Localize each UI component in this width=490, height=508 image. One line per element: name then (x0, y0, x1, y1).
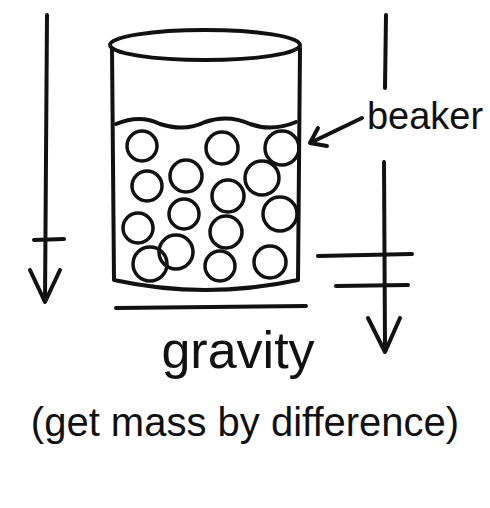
tick-mark (336, 285, 408, 286)
title-label: gravity (161, 322, 314, 379)
part-label: beaker (367, 96, 483, 138)
balance-pan (116, 306, 306, 308)
bead (254, 246, 286, 278)
tick-mark (34, 239, 64, 240)
bead (127, 131, 157, 161)
bead (169, 199, 199, 229)
leader-arrow (312, 118, 362, 142)
gravity-arrow (45, 15, 47, 300)
bead (206, 132, 238, 164)
bead (133, 247, 167, 281)
beads (123, 131, 299, 281)
bead (205, 251, 235, 281)
liquid-surface (116, 118, 296, 127)
tick-mark (318, 254, 412, 256)
note-label: (get mass by difference) (31, 400, 459, 444)
bead (170, 160, 202, 192)
bead (123, 213, 153, 243)
gravity-arrow (385, 15, 386, 88)
bead (263, 197, 297, 231)
beaker-rim (110, 30, 300, 60)
bead (212, 180, 244, 212)
arrow-head (310, 128, 327, 146)
bead (132, 171, 162, 201)
arrow-head (30, 270, 60, 302)
arrow-head (368, 318, 400, 352)
bead (210, 216, 242, 248)
bead (265, 131, 299, 165)
beaker-body (112, 48, 300, 290)
bead (245, 161, 279, 195)
